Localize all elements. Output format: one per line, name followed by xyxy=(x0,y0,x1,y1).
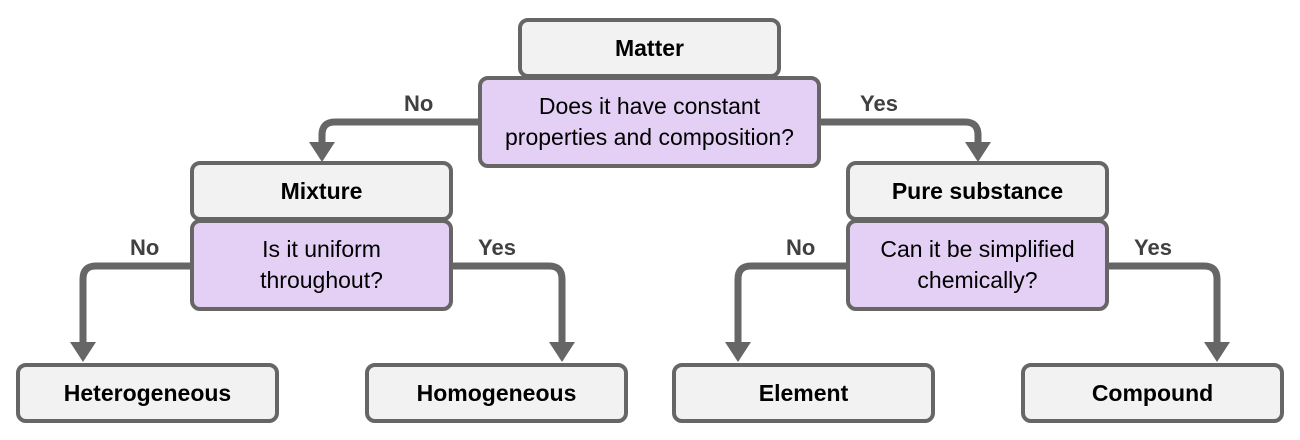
arrow-pure-yes xyxy=(1108,262,1221,347)
edge-label-pure-no: No xyxy=(786,235,816,260)
question-simplified: Can it be simplified chemically? xyxy=(846,219,1109,311)
node-matter-label: Matter xyxy=(614,34,684,61)
question-simplified-line2: chemically? xyxy=(917,267,1038,293)
arrowhead-q1-no xyxy=(309,142,335,162)
node-element: Element xyxy=(672,363,935,423)
node-compound-label: Compound xyxy=(1091,379,1214,406)
arrowhead-mixture-yes xyxy=(549,342,575,362)
arrowhead-mixture-no xyxy=(70,342,96,362)
node-heterogeneous-label: Heterogeneous xyxy=(63,379,232,406)
arrow-mixture-no xyxy=(79,262,192,347)
arrow-mixture-yes xyxy=(452,262,566,347)
question-constant-properties-line2: properties and composition? xyxy=(505,124,794,150)
node-mixture: Mixture xyxy=(190,161,453,221)
question-simplified-line1: Can it be simplified xyxy=(880,236,1075,262)
arrowhead-pure-no xyxy=(725,342,751,362)
edge-label-pure-yes: Yes xyxy=(1134,235,1172,260)
arrowhead-pure-yes xyxy=(1204,342,1230,362)
node-heterogeneous: Heterogeneous xyxy=(16,363,279,423)
node-element-label: Element xyxy=(758,379,849,406)
arrow-q1-yes xyxy=(820,118,982,147)
node-homogeneous: Homogeneous xyxy=(365,363,628,423)
edge-label-q1-no: No xyxy=(404,91,434,116)
arrow-pure-no xyxy=(734,262,848,347)
node-compound: Compound xyxy=(1021,363,1284,423)
question-constant-properties-line1: Does it have constant xyxy=(538,93,761,119)
arrow-q1-no xyxy=(318,118,480,147)
node-matter: Matter xyxy=(518,18,781,78)
node-pure-substance: Pure substance xyxy=(846,161,1109,221)
edge-label-q1-yes: Yes xyxy=(860,91,898,116)
arrowhead-q1-yes xyxy=(965,142,991,162)
question-constant-properties: Does it have constant properties and com… xyxy=(478,76,821,168)
question-uniform-line1: Is it uniform xyxy=(262,236,381,262)
node-mixture-label: Mixture xyxy=(280,177,363,204)
question-uniform-line2: throughout? xyxy=(260,267,383,293)
node-pure-substance-label: Pure substance xyxy=(891,177,1064,204)
edge-label-mixture-yes: Yes xyxy=(478,235,516,260)
question-uniform: Is it uniform throughout? xyxy=(190,219,453,311)
edge-label-mixture-no: No xyxy=(130,235,160,260)
node-homogeneous-label: Homogeneous xyxy=(416,379,577,406)
